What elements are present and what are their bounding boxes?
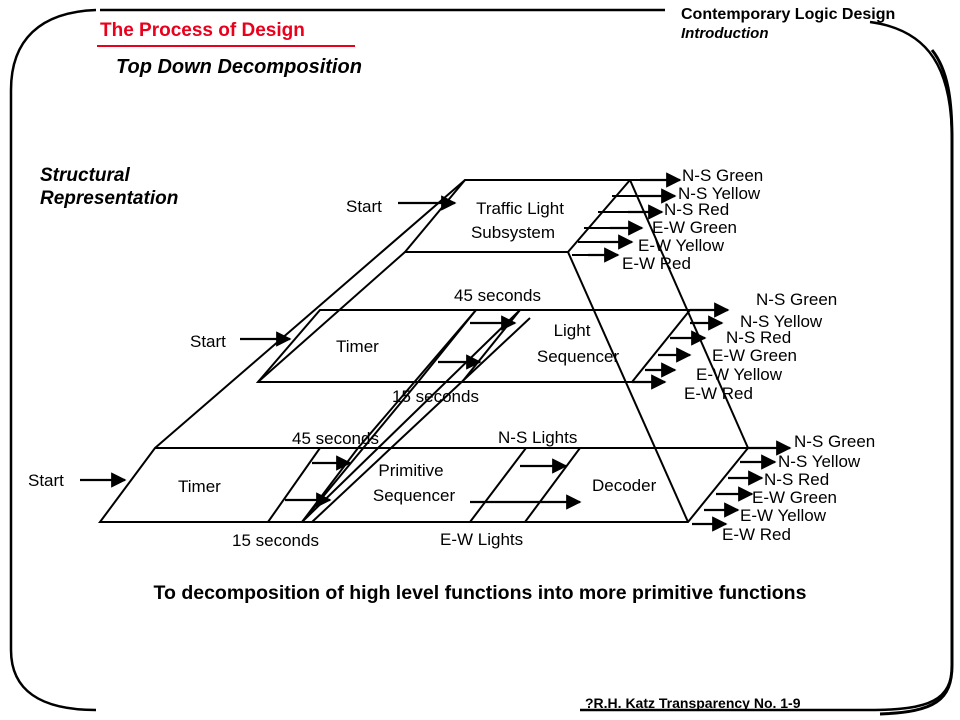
middle-output-label: E-W Red [684,384,753,403]
bottom-short-timer-label: 15 seconds [232,531,319,550]
middle-output-label: N-S Green [756,290,837,309]
top-start-label: Start [346,197,382,216]
middle-output-label: N-S Red [726,328,791,347]
bottom-start-label: Start [28,471,64,490]
bottom-output-label: E-W Green [752,488,837,507]
middle-sequencer-label-line1: Light [554,321,591,340]
middle-output-label: N-S Yellow [740,312,823,331]
top-output-label: E-W Yellow [638,236,725,255]
top-output-label: E-W Green [652,218,737,237]
bottom-output-label: E-W Yellow [740,506,827,525]
slide-subtitle: Top Down Decomposition [116,56,362,78]
bottom-decoder-label: Decoder [592,476,657,495]
middle-sequencer-label-line2: Sequencer [537,347,620,366]
bottom-long-timer-label: 45 seconds [292,429,379,448]
slide-caption: To decomposition of high level functions… [153,582,807,604]
bottom-output-label: E-W Red [722,525,791,544]
middle-output-label: E-W Green [712,346,797,365]
top-output-label: N-S Yellow [678,184,761,203]
top-block-label-line1: Traffic Light [476,199,564,218]
course-section: Introduction [681,25,769,42]
middle-long-timer-label: 45 seconds [454,286,541,305]
ns-lights-label: N-S Lights [498,428,577,447]
middle-timer-label: Timer [336,337,379,356]
bottom-sequencer-label-line1: Primitive [378,461,443,480]
top-output-label: N-S Red [664,200,729,219]
top-block-label-line2: Subsystem [471,223,555,242]
middle-output-label: E-W Yellow [696,365,783,384]
ew-lights-label: E-W Lights [440,530,523,549]
bottom-output-label: N-S Yellow [778,452,861,471]
slide-title: The Process of Design [100,20,305,41]
side-label-line1: Structural [40,165,130,186]
title-underline [97,45,355,47]
bottom-sequencer-block [299,447,529,523]
middle-start-label: Start [190,332,226,351]
bottom-output-label: N-S Green [794,432,875,451]
course-title: Contemporary Logic Design [681,6,896,23]
middle-short-timer-label: 15 seconds [392,387,479,406]
top-output-label: E-W Red [622,254,691,273]
side-label-line2: Representation [40,188,179,209]
bottom-output-label: N-S Red [764,470,829,489]
slide-footer: ?R.H. Katz Transparency No. 1-9 [585,695,801,711]
bottom-sequencer-label-line2: Sequencer [373,486,456,505]
top-output-label: N-S Green [682,166,763,185]
bottom-timer-label: Timer [178,477,221,496]
